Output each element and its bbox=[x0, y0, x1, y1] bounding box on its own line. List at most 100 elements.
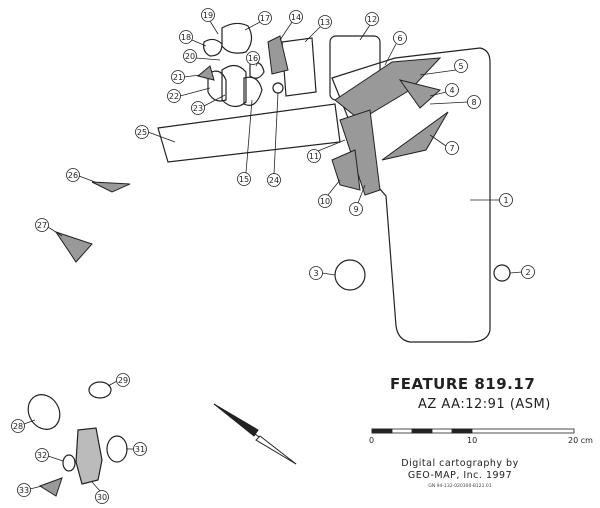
svg-text:18: 18 bbox=[181, 33, 191, 42]
svg-text:27: 27 bbox=[37, 221, 47, 230]
stone-18 bbox=[203, 38, 223, 57]
feature-label-17: 17 bbox=[258, 11, 272, 25]
svg-text:12: 12 bbox=[367, 15, 377, 24]
svg-text:6: 6 bbox=[397, 34, 402, 43]
point-27 bbox=[54, 231, 93, 263]
slab-1 bbox=[331, 47, 491, 343]
feature-label-4: 4 bbox=[445, 83, 459, 97]
feature-label-3: 3 bbox=[309, 266, 323, 280]
feature-label-30: 30 bbox=[95, 490, 109, 504]
feature-label-23: 23 bbox=[191, 101, 205, 115]
feature-label-13: 13 bbox=[318, 15, 332, 29]
point-10 bbox=[331, 149, 361, 191]
feature-label-22: 22 bbox=[167, 89, 181, 103]
feature-title: FEATURE 819.17 bbox=[390, 375, 536, 393]
credit-line-2: GEO-MAP, Inc. 1997 bbox=[407, 470, 513, 481]
feature-label-32: 32 bbox=[35, 448, 49, 462]
svg-text:23: 23 bbox=[193, 104, 203, 113]
svg-text:32: 32 bbox=[37, 451, 47, 460]
credit-line-1: Digital cartography by bbox=[401, 458, 519, 469]
feature-label-10: 10 bbox=[318, 194, 332, 208]
feature-label-12: 12 bbox=[365, 12, 379, 26]
stone-2 bbox=[493, 264, 511, 282]
feature-label-25: 25 bbox=[135, 125, 149, 139]
scale-bar bbox=[371, 428, 575, 434]
slab-13 bbox=[281, 37, 317, 97]
stone-3 bbox=[334, 259, 366, 291]
feature-label-5: 5 bbox=[454, 59, 468, 73]
point-4 bbox=[398, 79, 442, 109]
feature-label-7: 7 bbox=[445, 141, 459, 155]
scale-tick-0: 0 bbox=[369, 436, 375, 445]
svg-text:14: 14 bbox=[291, 13, 301, 22]
feature-label-9: 9 bbox=[349, 202, 363, 216]
feature-label-1: 1 bbox=[499, 193, 513, 207]
feature-label-11: 11 bbox=[307, 149, 321, 163]
point-26 bbox=[91, 181, 131, 193]
stone-22 bbox=[207, 70, 227, 102]
scale-tick-20: 20 cm bbox=[568, 436, 593, 445]
feature-label-33: 33 bbox=[17, 483, 31, 497]
feature-label-29: 29 bbox=[116, 373, 130, 387]
svg-text:10: 10 bbox=[320, 197, 330, 206]
svg-text:4: 4 bbox=[449, 86, 454, 95]
feature-label-18: 18 bbox=[179, 30, 193, 44]
feature-label-27: 27 bbox=[35, 218, 49, 232]
svg-text:2: 2 bbox=[525, 268, 530, 277]
svg-text:7: 7 bbox=[449, 144, 454, 153]
svg-text:8: 8 bbox=[471, 98, 476, 107]
feature-label-6: 6 bbox=[393, 31, 407, 45]
svg-text:28: 28 bbox=[13, 422, 23, 431]
svg-text:26: 26 bbox=[68, 171, 78, 180]
feature-label-24: 24 bbox=[267, 173, 281, 187]
feature-label-19: 19 bbox=[201, 8, 215, 22]
point-14 bbox=[267, 35, 289, 75]
svg-text:29: 29 bbox=[118, 376, 128, 385]
svg-text:33: 33 bbox=[19, 486, 29, 495]
svg-text:9: 9 bbox=[353, 205, 358, 214]
stone-15 bbox=[243, 76, 263, 106]
stone-17 bbox=[221, 22, 253, 54]
svg-text:19: 19 bbox=[203, 11, 213, 20]
point-7 bbox=[381, 111, 449, 161]
feature-label-14: 14 bbox=[289, 10, 303, 24]
point-21 bbox=[196, 65, 215, 81]
svg-text:24: 24 bbox=[269, 176, 279, 185]
feature-label-8: 8 bbox=[467, 95, 481, 109]
feature-label-2: 2 bbox=[521, 265, 535, 279]
point-33 bbox=[38, 477, 63, 497]
stone-23 bbox=[221, 64, 247, 108]
svg-text:20: 20 bbox=[185, 52, 195, 61]
svg-text:21: 21 bbox=[173, 73, 183, 82]
feature-label-20: 20 bbox=[183, 49, 197, 63]
stone-29 bbox=[88, 381, 112, 399]
north-arrow bbox=[213, 403, 297, 465]
leader-lines bbox=[23, 20, 523, 492]
feature-label-28: 28 bbox=[11, 419, 25, 433]
svg-text:11: 11 bbox=[309, 152, 319, 161]
svg-text:15: 15 bbox=[239, 175, 249, 184]
svg-text:5: 5 bbox=[458, 62, 463, 71]
reference-number: GN 94-132-020300-B121.01 bbox=[428, 484, 492, 489]
feature-label-21: 21 bbox=[171, 70, 185, 84]
svg-text:22: 22 bbox=[169, 92, 179, 101]
feature-label-26: 26 bbox=[66, 168, 80, 182]
svg-text:3: 3 bbox=[313, 269, 318, 278]
stone-28 bbox=[27, 394, 61, 430]
svg-text:30: 30 bbox=[97, 493, 107, 502]
scale-tick-10: 10 bbox=[467, 436, 478, 445]
svg-text:1: 1 bbox=[503, 196, 508, 205]
svg-text:31: 31 bbox=[135, 445, 145, 454]
feature-label-31: 31 bbox=[133, 442, 147, 456]
feature-label-16: 16 bbox=[246, 51, 260, 65]
feature-label-15: 15 bbox=[237, 172, 251, 186]
stone-24 bbox=[272, 82, 284, 94]
stone-32 bbox=[62, 454, 76, 472]
site-number: AZ AA:12:91 (ASM) bbox=[418, 397, 551, 412]
stone-30 bbox=[75, 427, 103, 485]
svg-text:16: 16 bbox=[248, 54, 258, 63]
stone-31 bbox=[106, 435, 128, 463]
svg-text:13: 13 bbox=[320, 18, 330, 27]
